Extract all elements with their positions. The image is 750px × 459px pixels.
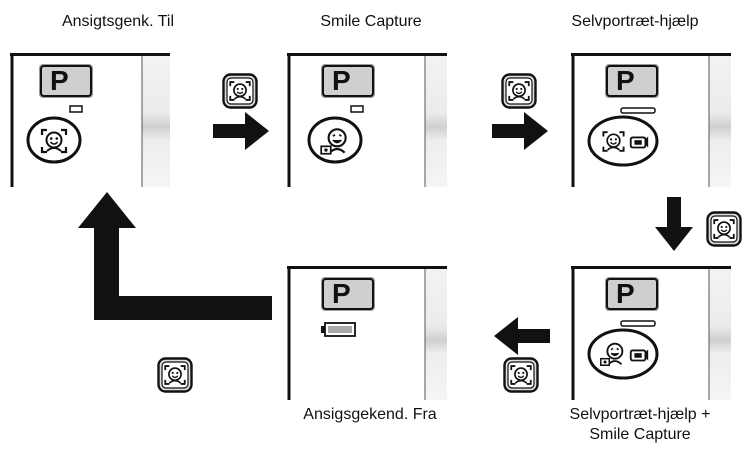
caption-self-portrait: Selvportræt-hjælp <box>571 13 699 30</box>
face-detect-button-icon <box>222 73 258 109</box>
caption-face-detect-on: Ansigtsgenk. Til <box>61 13 175 30</box>
mode-label: P <box>616 278 635 309</box>
face-detect-button-icon <box>501 73 537 109</box>
arrow-down <box>655 197 693 251</box>
mode-label: P <box>332 278 351 309</box>
mode-label: P <box>616 65 635 96</box>
mode-label: P <box>332 65 351 96</box>
mode-label: P <box>50 65 69 96</box>
caption-smile-capture: Smile Capture <box>320 13 422 30</box>
panel-smile-capture: P <box>287 53 447 187</box>
panel-self-portrait: P <box>571 53 731 187</box>
caption-self-portrait-smile-line2: Smile Capture <box>589 426 691 443</box>
panel-face-detect-off: P <box>287 266 447 400</box>
arrow-right-1 <box>213 112 269 150</box>
arrow-left <box>494 317 550 355</box>
caption-self-portrait-smile-line1: Selvportræt-hjælp + <box>569 406 711 423</box>
caption-face-detect-off: Ansigsgekend. Fra <box>303 406 437 423</box>
arrow-loop-back <box>78 192 272 320</box>
panel-self-portrait-smile: P <box>571 266 731 400</box>
arrow-right-2 <box>492 112 548 150</box>
panel-face-detect-on: P <box>10 53 170 187</box>
face-detect-button-icon <box>157 357 193 393</box>
face-detect-button-icon <box>706 211 742 247</box>
face-detect-button-icon <box>503 357 539 393</box>
